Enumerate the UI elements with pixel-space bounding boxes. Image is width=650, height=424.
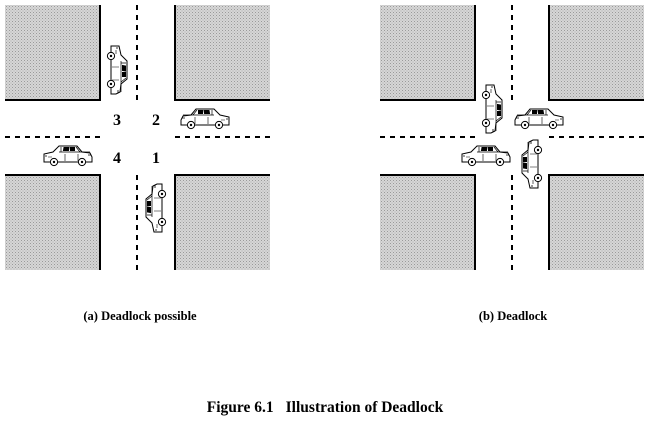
car-icon (521, 139, 543, 189)
car-icon (145, 183, 167, 233)
car-icon (43, 145, 93, 167)
curbs (380, 5, 644, 270)
block-top-right (175, 5, 270, 100)
car-icon (461, 145, 511, 167)
caption-deadlock-possible: (a) Deadlock possible (83, 309, 197, 323)
block-top-left (380, 5, 475, 100)
block-top-left (5, 5, 100, 100)
car-icon (106, 45, 128, 95)
curbs (5, 5, 270, 270)
quadrant-label-1: 1 (152, 150, 160, 167)
car-icon (180, 108, 230, 130)
car-icon (514, 108, 564, 130)
block-bottom-right (175, 175, 270, 270)
quadrant-label-3: 3 (113, 112, 121, 129)
figure-title: Illustration of Deadlock (285, 399, 444, 416)
figure-caption: Figure 6.1 Illustration of Deadlock (0, 399, 650, 417)
quadrant-label-4: 4 (113, 150, 121, 167)
block-top-right (549, 5, 644, 100)
intersection-a: 1 2 3 4 (5, 5, 270, 270)
quadrant-label-2: 2 (152, 112, 160, 129)
figure-number: Figure 6.1 (206, 399, 274, 416)
caption-deadlock: (b) Deadlock (478, 309, 548, 323)
block-bottom-right (549, 175, 644, 270)
block-bottom-left (380, 175, 475, 270)
intersection-b (380, 5, 644, 270)
car-icon (481, 84, 503, 134)
block-bottom-left (5, 175, 100, 270)
